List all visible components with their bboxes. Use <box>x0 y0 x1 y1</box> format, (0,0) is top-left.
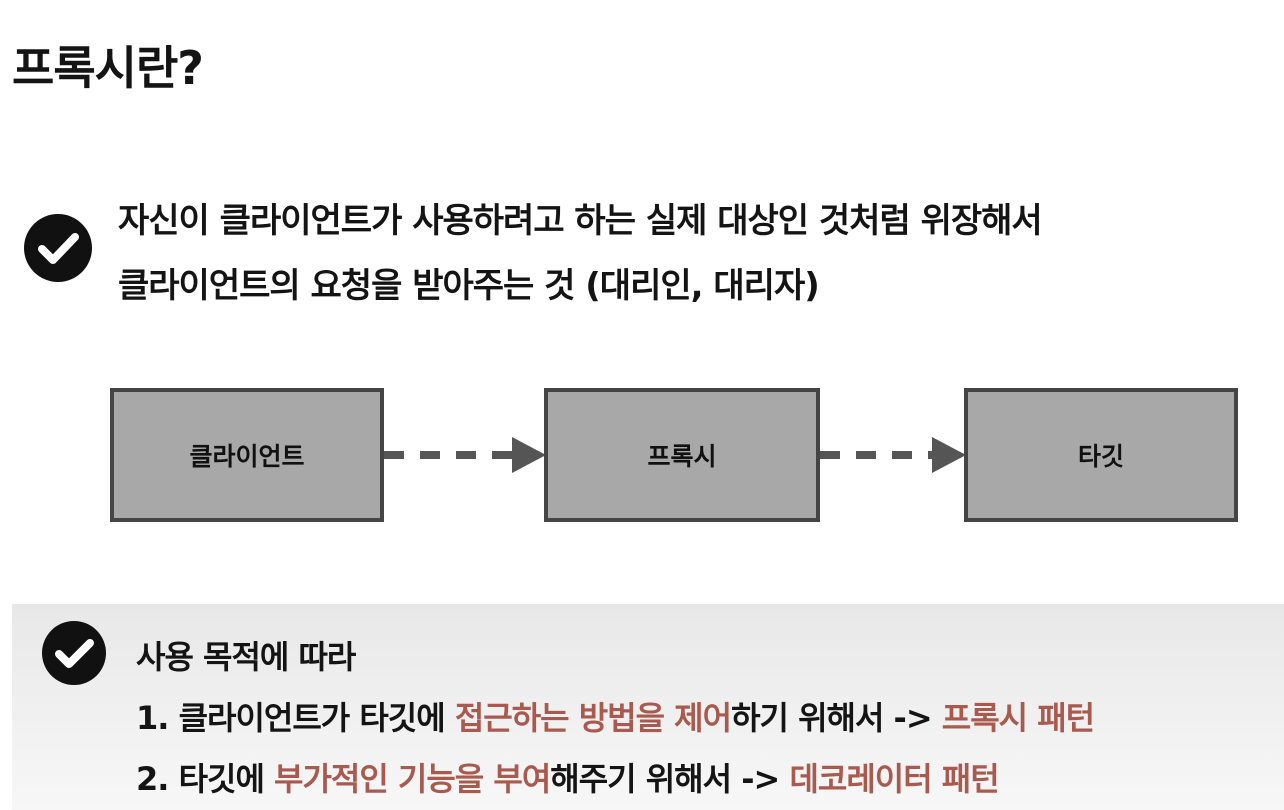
purpose-item-1-mid: 하기 위해서 -> <box>731 699 942 737</box>
purpose-item-1-pattern: 프록시 패턴 <box>941 699 1095 737</box>
page-title: 프록시란? <box>12 41 204 95</box>
purpose-item-2-pre: 2. 타깃에 <box>136 760 275 798</box>
proxy-node-label: 프록시 <box>647 442 717 471</box>
target-node-label: 타깃 <box>1077 442 1124 471</box>
purpose-item-2: 2. 타깃에 부가적인 기능을 부여해주기 위해서 -> 데코레이터 패턴 <box>136 758 1000 800</box>
arrow-right-dashed-icon <box>384 435 546 475</box>
client-node-label: 클라이언트 <box>189 442 305 471</box>
purpose-item-1-highlight: 접근하는 방법을 제어 <box>454 699 732 737</box>
purpose-item-2-highlight: 부가적인 기능을 부여 <box>274 760 551 798</box>
proxy-node: 프록시 <box>544 388 820 522</box>
definition-line-1: 자신이 클라이언트가 사용하려고 하는 실제 대상인 것처럼 위장해서 <box>118 201 1043 241</box>
arrow-right-dashed-icon <box>820 435 966 475</box>
purpose-item-2-pattern: 데코레이터 패턴 <box>789 760 999 798</box>
target-node: 타깃 <box>964 388 1238 522</box>
client-node: 클라이언트 <box>110 388 384 522</box>
check-circle-icon <box>42 621 106 685</box>
purpose-item-1-pre: 1. 클라이언트가 타깃에 <box>136 699 455 737</box>
purpose-heading: 사용 목적에 따라 <box>136 638 356 676</box>
check-circle-icon <box>24 214 92 282</box>
definition-line-2: 클라이언트의 요청을 받아주는 것 (대리인, 대리자) <box>118 266 820 306</box>
purpose-item-2-mid: 해주기 위해서 -> <box>550 760 790 798</box>
purpose-panel <box>12 604 1284 810</box>
purpose-item-1: 1. 클라이언트가 타깃에 접근하는 방법을 제어하기 위해서 -> 프록시 패… <box>136 697 1095 739</box>
